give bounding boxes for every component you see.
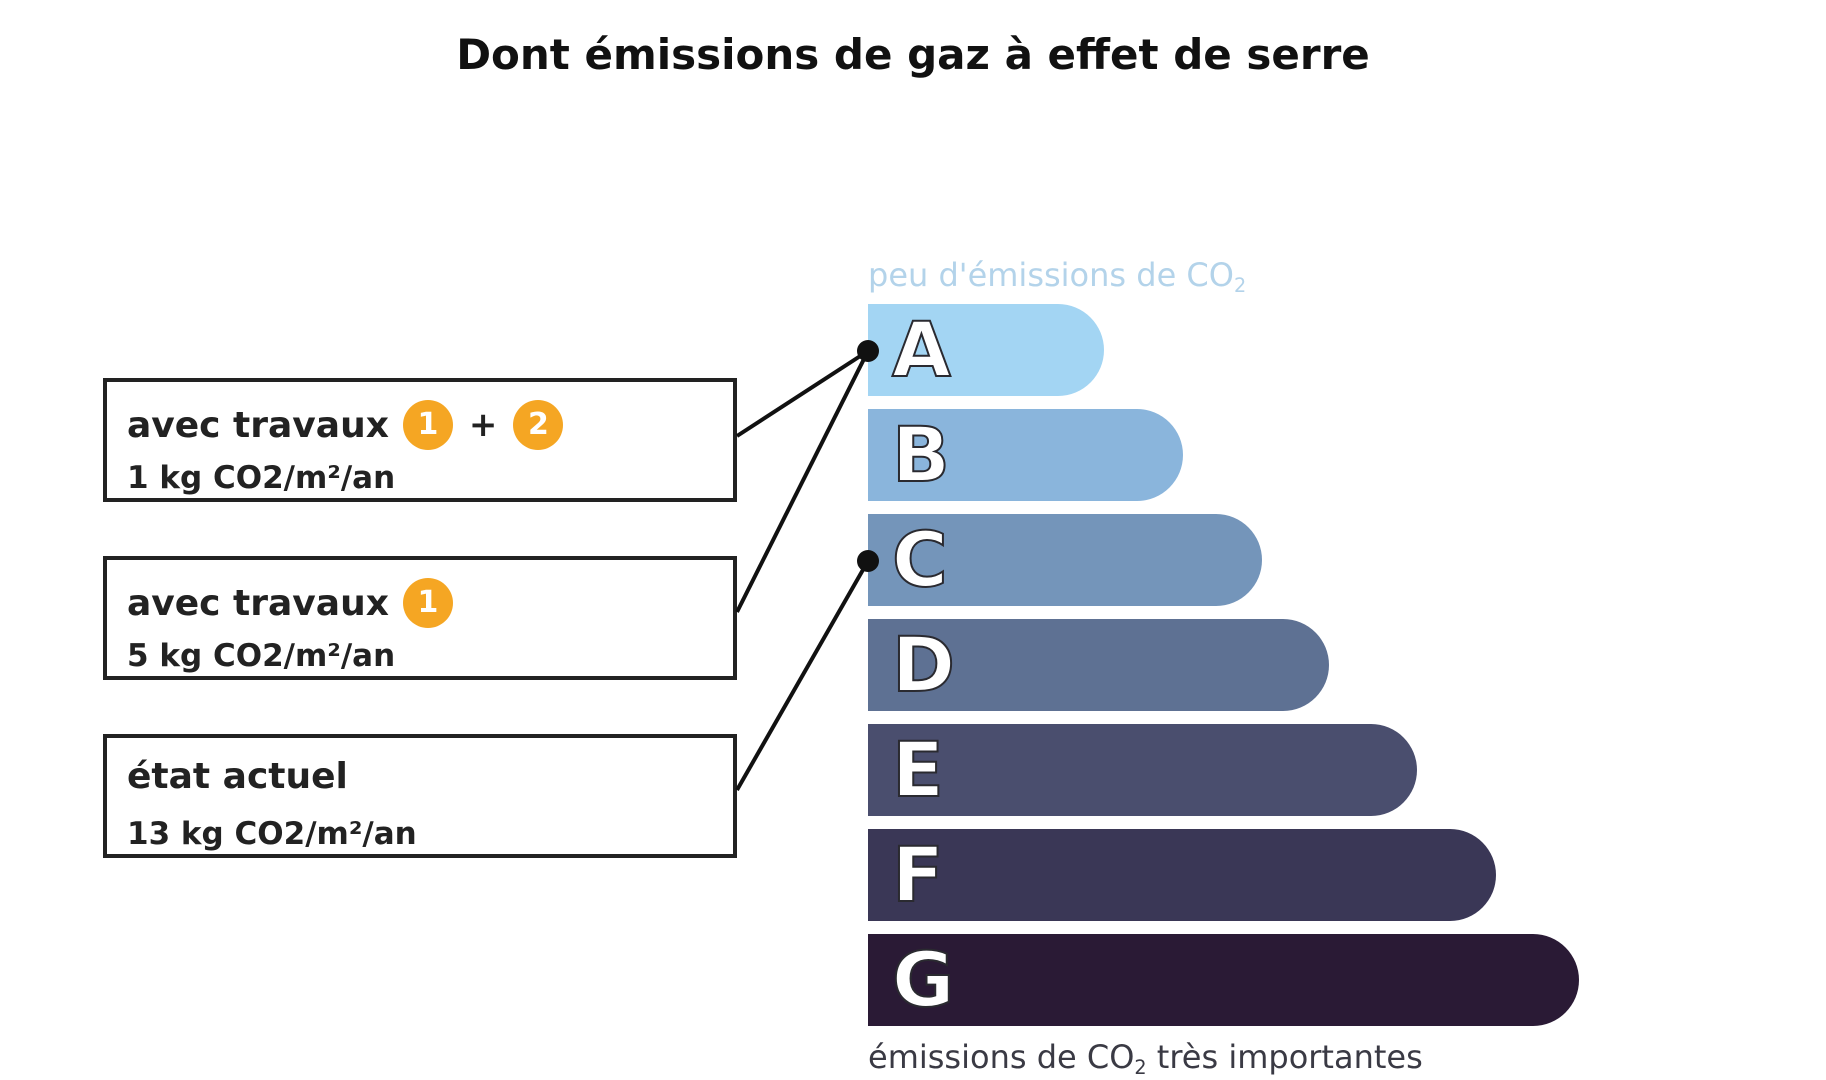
connector-line-box2-to-a bbox=[735, 350, 870, 613]
box-value: 5 kg CO2/m²/an bbox=[127, 638, 396, 674]
box-current-state: état actuel 13 kg CO2/m²/an bbox=[103, 734, 737, 858]
energy-bar-e: E bbox=[868, 724, 1417, 816]
bar-letter-g: G bbox=[891, 934, 955, 1025]
energy-bar-d: D bbox=[868, 619, 1329, 711]
energy-bar-c: C bbox=[868, 514, 1262, 606]
step-badge-2: 2 bbox=[513, 400, 564, 450]
connector-line-box1-to-a bbox=[735, 349, 870, 438]
box-value: 1 kg CO2/m²/an bbox=[127, 460, 396, 496]
energy-bar-b: B bbox=[868, 409, 1183, 501]
page-title: Dont émissions de gaz à effet de serre bbox=[456, 30, 1370, 79]
plus-sign: + bbox=[468, 405, 498, 445]
connector-dot-c bbox=[857, 550, 879, 572]
box-label: avec travaux bbox=[127, 404, 389, 446]
box-label: avec travaux bbox=[127, 582, 389, 624]
bar-letter-c: C bbox=[891, 514, 949, 605]
energy-bar-a: A bbox=[868, 304, 1104, 396]
connector-line-box3-to-c bbox=[735, 560, 870, 791]
bar-letter-f: F bbox=[891, 829, 945, 920]
box-with-works-1: avec travaux 1 5 kg CO2/m²/an bbox=[103, 556, 737, 680]
energy-bar-g: G bbox=[868, 934, 1579, 1026]
box-with-works-1-2: avec travaux 1 + 2 1 kg CO2/m²/an bbox=[103, 378, 737, 502]
connector-dot-a bbox=[857, 340, 879, 362]
box-label: état actuel bbox=[127, 756, 348, 797]
step-badge-1: 1 bbox=[402, 400, 453, 450]
energy-bar-f: F bbox=[868, 829, 1496, 921]
scale-bottom-caption: émissions de CO2 très importantes bbox=[868, 1038, 1423, 1079]
step-badge-1: 1 bbox=[402, 578, 453, 628]
bar-letter-e: E bbox=[891, 724, 945, 815]
box-value: 13 kg CO2/m²/an bbox=[127, 816, 417, 852]
bar-letter-a: A bbox=[891, 304, 952, 395]
bar-letter-b: B bbox=[891, 409, 951, 500]
scale-top-caption: peu d'émissions de CO2 bbox=[868, 256, 1247, 297]
bar-letter-d: D bbox=[891, 619, 956, 710]
